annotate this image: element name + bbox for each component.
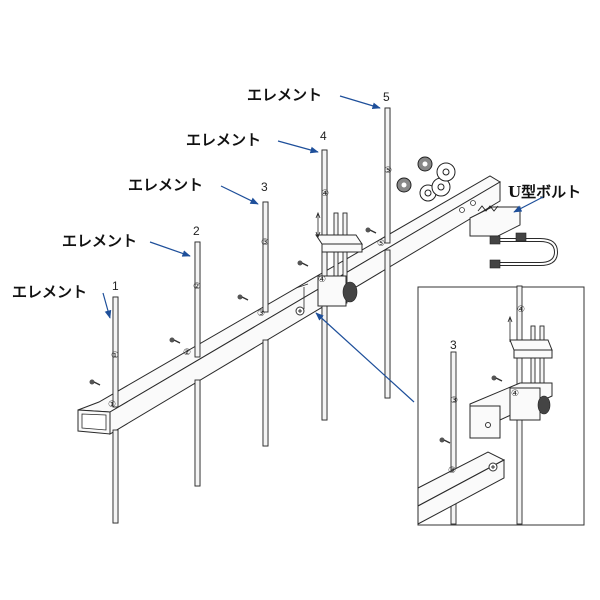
marker-3b: ③ <box>257 309 265 319</box>
element-labels: エレメント エレメント エレメント エレメント エレメント U型ボルト <box>12 86 581 301</box>
element-numbers: 1 2 3 4 5 3 <box>112 90 457 352</box>
marker-5a: ⑤ <box>384 166 392 176</box>
inset-marker-4a: ④ <box>517 305 525 315</box>
small-screws <box>89 227 377 386</box>
inset-element-number: 3 <box>450 338 457 352</box>
element-label-1: エレメント <box>12 283 87 301</box>
circled-markers: ① ① ② ② ③ ③ ④ ④ ⑤ ⑤ ③ ③ ④ ④ <box>108 166 525 476</box>
element-label-5: エレメント <box>247 86 322 104</box>
mast-bracket <box>315 211 363 307</box>
element-number-3: 3 <box>261 180 268 194</box>
u-bolt-label: U型ボルト <box>508 183 581 201</box>
hardware-nuts-washers <box>396 156 456 202</box>
u-bolt <box>469 205 559 269</box>
inset-marker-4b: ④ <box>511 389 519 399</box>
element-rods-front <box>112 107 391 524</box>
marker-1b: ① <box>108 400 116 410</box>
marker-1a: ① <box>111 351 119 361</box>
marker-3a: ③ <box>261 238 269 248</box>
element-label-4: エレメント <box>186 131 261 149</box>
element-label-2: エレメント <box>62 232 137 250</box>
marker-4b: ④ <box>318 275 326 285</box>
boom-tube <box>77 175 501 435</box>
marker-2b: ② <box>183 348 191 358</box>
marker-5b: ⑤ <box>377 239 385 249</box>
element-number-5: 5 <box>383 90 390 104</box>
detail-inset <box>417 285 585 526</box>
inset-marker-3b: ③ <box>448 466 456 476</box>
element-number-2: 2 <box>193 224 200 238</box>
element-label-3: エレメント <box>128 176 203 194</box>
element-number-1: 1 <box>112 279 119 293</box>
inset-marker-3a: ③ <box>450 396 458 406</box>
marker-2a: ② <box>193 282 201 292</box>
element-number-4: 4 <box>320 129 327 143</box>
marker-4a: ④ <box>321 189 329 199</box>
label-arrows <box>102 95 544 403</box>
